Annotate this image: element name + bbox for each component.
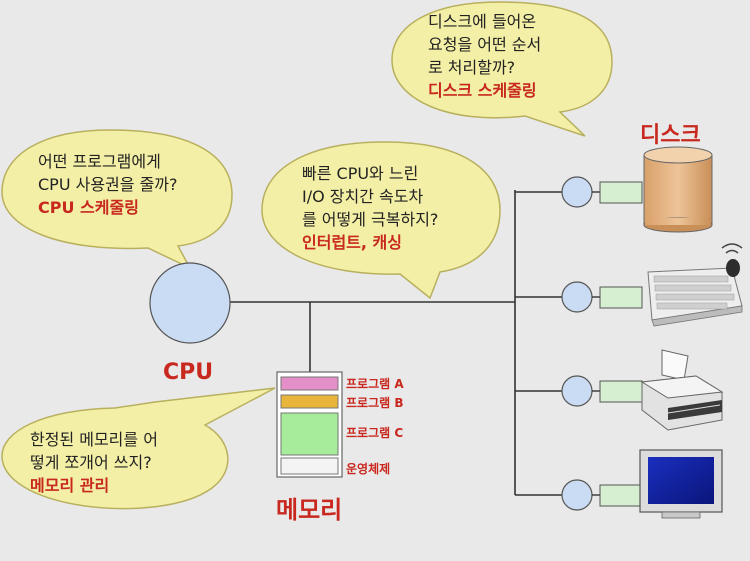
keyboard-icon	[647, 243, 743, 327]
io-question-bubble	[261, 141, 501, 300]
io-bubble-line: 빠른 CPU와 느린	[302, 164, 419, 183]
cpu-label: CPU	[163, 360, 214, 385]
memory-block	[280, 394, 339, 409]
disk-controller	[561, 176, 643, 208]
disk-bubble-answer: 디스크 스케줄링	[428, 81, 537, 100]
disk-bubble-line: 로 처리할까?	[428, 58, 516, 77]
memory-block	[280, 412, 339, 456]
cpu-bubble-answer: CPU 스케줄링	[38, 198, 139, 217]
memory-question-bubble	[1, 387, 276, 510]
disk-bubble-line: 디스크에 들어온	[428, 12, 537, 31]
memory-bubble-line: 떻게 쪼개어 쓰지?	[30, 453, 152, 472]
memory-block-label: 프로그램 C	[346, 426, 404, 440]
memory-bubble-text: 한정된 메모리를 어 떻게 쪼개어 쓰지? 메모리 관리	[30, 428, 158, 497]
cpu-question-bubble	[1, 129, 233, 270]
io-bubble-answer: 인터럽트, 캐싱	[302, 233, 402, 252]
cpu-bubble-line: CPU 사용권을 줄까?	[38, 175, 178, 194]
cpu-bubble-line: 어떤 프로그램에게	[38, 152, 161, 171]
memory-block-label: 운영체제	[346, 462, 391, 476]
io-bubble-line: I/O 장치간 속도차	[302, 187, 424, 206]
monitor-controller	[561, 479, 643, 511]
io-bubble-text: 빠른 CPU와 느린 I/O 장치간 속도차 를 어떻게 극복하지? 인터럽트,…	[302, 162, 438, 254]
monitor-icon	[639, 449, 723, 519]
memory-block-label: 프로그램 A	[346, 377, 404, 391]
keyboard-controller	[561, 281, 643, 313]
memory-block-label: 프로그램 B	[346, 396, 404, 410]
printer-controller	[561, 375, 643, 407]
memory-label: 메모리	[276, 496, 343, 524]
disk-label: 디스크	[640, 123, 701, 148]
memory-block	[280, 457, 339, 475]
cpu-bubble-text: 어떤 프로그램에게 CPU 사용권을 줄까? CPU 스케줄링	[38, 150, 178, 219]
io-bubble-line: 를 어떻게 극복하지?	[302, 210, 439, 229]
memory-bubble-line: 한정된 메모리를 어	[30, 430, 158, 449]
cpu-node	[149, 262, 231, 344]
disk-bubble-text: 디스크에 들어온 요청을 어떤 순서 로 처리할까? 디스크 스케줄링	[428, 10, 541, 102]
disk-question-bubble	[391, 1, 613, 137]
memory-blocks	[280, 376, 339, 475]
printer-icon	[640, 349, 724, 431]
disk-icon	[643, 146, 713, 233]
memory-block	[280, 376, 339, 391]
disk-bubble-line: 요청을 어떤 순서	[428, 35, 542, 54]
memory-bubble-answer: 메모리 관리	[30, 476, 110, 495]
